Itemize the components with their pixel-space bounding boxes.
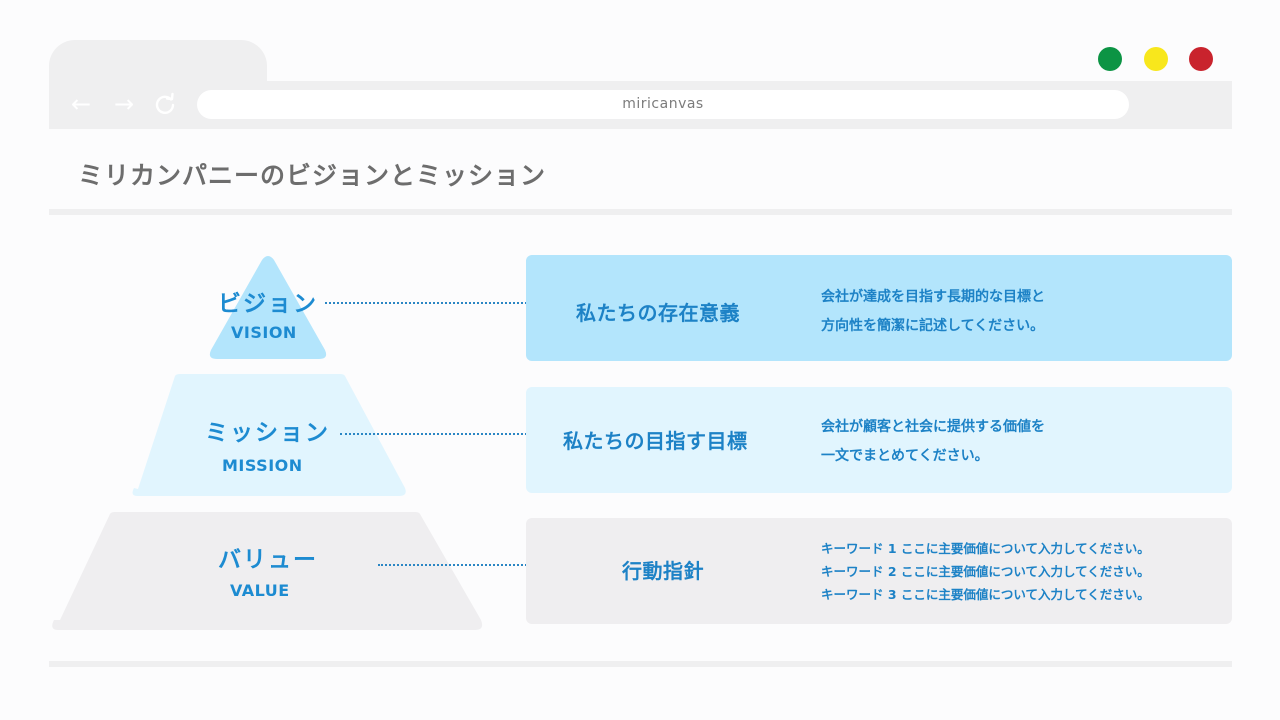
vision-label-jp: ビジョン xyxy=(218,291,318,317)
vision-triangle-shape xyxy=(52,256,483,630)
mission-label-en: MISSION xyxy=(222,456,303,475)
value-label-en: VALUE xyxy=(230,581,290,600)
window-dot-yellow[interactable] xyxy=(1144,47,1168,71)
vision-card-title: 私たちの存在意義 xyxy=(576,301,740,325)
mission-connector-line xyxy=(340,433,543,435)
vision-label-en: VISION xyxy=(231,323,297,342)
value-card-title: 行動指針 xyxy=(622,559,704,583)
value-connector-line xyxy=(378,564,543,566)
vision-card-description: 会社が達成を目指す長期的な目標と 方向性を簡潔に記述してください。 xyxy=(821,283,1045,341)
bottom-divider xyxy=(49,661,1232,667)
mission-card-title: 私たちの目指す目標 xyxy=(563,429,748,453)
vision-desc-line-1: 会社が達成を目指す長期的な目標と xyxy=(821,289,1045,305)
mission-card[interactable]: 私たちの目指す目標 会社が顧客と社会に提供する価値を 一文でまとめてください。 xyxy=(526,387,1232,493)
reload-icon[interactable] xyxy=(150,89,180,119)
window-dot-green[interactable] xyxy=(1098,47,1122,71)
title-divider xyxy=(49,209,1232,215)
forward-arrow-icon[interactable]: → xyxy=(113,90,135,118)
mission-card-description: 会社が顧客と社会に提供する価値を 一文でまとめてください。 xyxy=(821,413,1045,471)
mission-label-jp: ミッション xyxy=(205,420,330,446)
vision-connector-line xyxy=(325,302,543,304)
reload-icon-glyph xyxy=(155,92,175,114)
page-title: ミリカンパニーのビジョンとミッション xyxy=(78,161,547,190)
mission-desc-line-2: 一文でまとめてください。 xyxy=(821,448,989,464)
value-card-description: キーワード 1 ここに主要価値について入力してください。 キーワード 2 ここに… xyxy=(821,537,1150,606)
value-keyword-line-1: キーワード 1 ここに主要価値について入力してください。 xyxy=(821,541,1150,556)
back-arrow-icon[interactable]: ← xyxy=(70,90,92,118)
address-bar[interactable]: miricanvas xyxy=(197,90,1129,119)
window-dot-red[interactable] xyxy=(1189,47,1213,71)
vision-card[interactable]: 私たちの存在意義 会社が達成を目指す長期的な目標と 方向性を簡潔に記述してくださ… xyxy=(526,255,1232,361)
value-keyword-line-2: キーワード 2 ここに主要価値について入力してください。 xyxy=(821,564,1150,579)
value-keyword-line-3: キーワード 3 ここに主要価値について入力してください。 xyxy=(821,587,1150,602)
value-card[interactable]: 行動指針 キーワード 1 ここに主要価値について入力してください。 キーワード … xyxy=(526,518,1232,624)
vision-desc-line-2: 方向性を簡潔に記述してください。 xyxy=(821,318,1045,334)
value-label-jp: バリュー xyxy=(218,547,318,573)
mission-desc-line-1: 会社が顧客と社会に提供する価値を xyxy=(821,419,1045,435)
